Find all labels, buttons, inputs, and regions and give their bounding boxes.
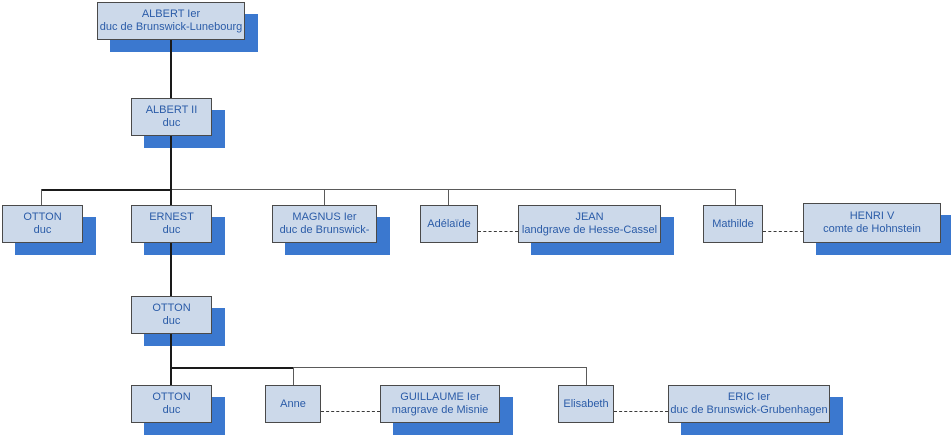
- stem-anne: [293, 367, 294, 385]
- node-adelaide-line1: Adélaïde: [427, 217, 471, 230]
- connector-otton-r4-trunk: [170, 334, 172, 368]
- node-henri5[interactable]: HENRI V comte de Hohnstein: [803, 203, 941, 243]
- connector-ernest-to-otton-r4: [170, 243, 172, 296]
- node-mathilde-line1: Mathilde: [712, 217, 754, 230]
- node-albert2[interactable]: ALBERT II duc: [131, 98, 212, 136]
- sibling-bar-row3: [41, 189, 736, 190]
- sibling-bar-row5: [171, 367, 586, 368]
- stem-otton-r5: [170, 367, 172, 385]
- node-ernest[interactable]: ERNEST duc: [131, 205, 212, 243]
- stem-otton-r3: [41, 189, 42, 205]
- node-ernest-line1: ERNEST: [149, 211, 194, 223]
- node-adelaide[interactable]: Adélaïde: [420, 205, 478, 243]
- node-otton-r4[interactable]: OTTON duc: [131, 296, 212, 334]
- node-albert1-line2: duc de Brunswick-Lunebourg: [99, 21, 243, 33]
- node-guillaume1[interactable]: GUILLAUME Ier margrave de Misnie: [380, 385, 500, 423]
- sibling-bar-row3-main: [41, 189, 171, 191]
- stem-mathilde: [735, 189, 736, 205]
- node-henri5-line2: comte de Hohnstein: [823, 223, 921, 235]
- node-mathilde[interactable]: Mathilde: [703, 205, 763, 243]
- node-otton-r4-line2: duc: [162, 315, 181, 327]
- node-guillaume1-line2: margrave de Misnie: [391, 404, 489, 416]
- node-magnus1-line2: duc de Brunswick-: [279, 224, 370, 236]
- connector-albert1-to-albert2: [170, 40, 172, 98]
- node-eric1-line1: ERIC Ier: [727, 391, 771, 403]
- node-anne-line1: Anne: [280, 397, 306, 410]
- node-otton-r5[interactable]: OTTON duc: [131, 385, 212, 423]
- node-otton-r3[interactable]: OTTON duc: [2, 205, 83, 243]
- node-elisabeth-line1: Elisabeth: [563, 397, 609, 410]
- node-otton-r4-line1: OTTON: [152, 302, 191, 314]
- node-otton-r5-line1: OTTON: [152, 391, 191, 403]
- node-albert2-line2: duc: [162, 117, 181, 129]
- node-magnus1-line1: MAGNUS Ier: [292, 211, 357, 223]
- node-elisabeth[interactable]: Elisabeth: [558, 385, 614, 423]
- stem-magnus1: [324, 189, 325, 205]
- node-henri5-line1: HENRI V: [849, 210, 895, 222]
- node-eric1[interactable]: ERIC Ier duc de Brunswick-Grubenhagen: [668, 385, 830, 423]
- node-otton-r3-line2: duc: [33, 224, 52, 236]
- node-anne[interactable]: Anne: [265, 385, 321, 423]
- connector-albert2-trunk: [170, 136, 172, 190]
- node-guillaume1-line1: GUILLAUME Ier: [400, 391, 480, 403]
- node-jean-line1: JEAN: [575, 211, 604, 223]
- node-otton-r5-line2: duc: [162, 404, 181, 416]
- marriage-link-elisabeth-eric1: [614, 411, 668, 412]
- node-otton-r3-line1: OTTON: [23, 211, 62, 223]
- node-albert1-line1: ALBERT Ier: [141, 8, 201, 20]
- stem-ernest: [170, 189, 172, 205]
- marriage-link-mathilde-henri5: [763, 231, 803, 232]
- stem-adelaide: [448, 189, 449, 205]
- stem-elisabeth: [586, 367, 587, 385]
- node-jean-line2: landgrave de Hesse-Cassel: [521, 224, 658, 236]
- node-jean[interactable]: JEAN landgrave de Hesse-Cassel: [518, 205, 661, 243]
- marriage-link-anne-guillaume1: [321, 411, 380, 412]
- node-magnus1[interactable]: MAGNUS Ier duc de Brunswick-: [272, 205, 377, 243]
- sibling-bar-row5-main: [171, 367, 293, 369]
- node-ernest-line2: duc: [162, 224, 181, 236]
- node-albert1[interactable]: ALBERT Ier duc de Brunswick-Lunebourg: [97, 2, 245, 40]
- marriage-link-adelaide-jean: [478, 231, 518, 232]
- node-eric1-line2: duc de Brunswick-Grubenhagen: [670, 404, 828, 416]
- node-albert2-line1: ALBERT II: [145, 104, 198, 116]
